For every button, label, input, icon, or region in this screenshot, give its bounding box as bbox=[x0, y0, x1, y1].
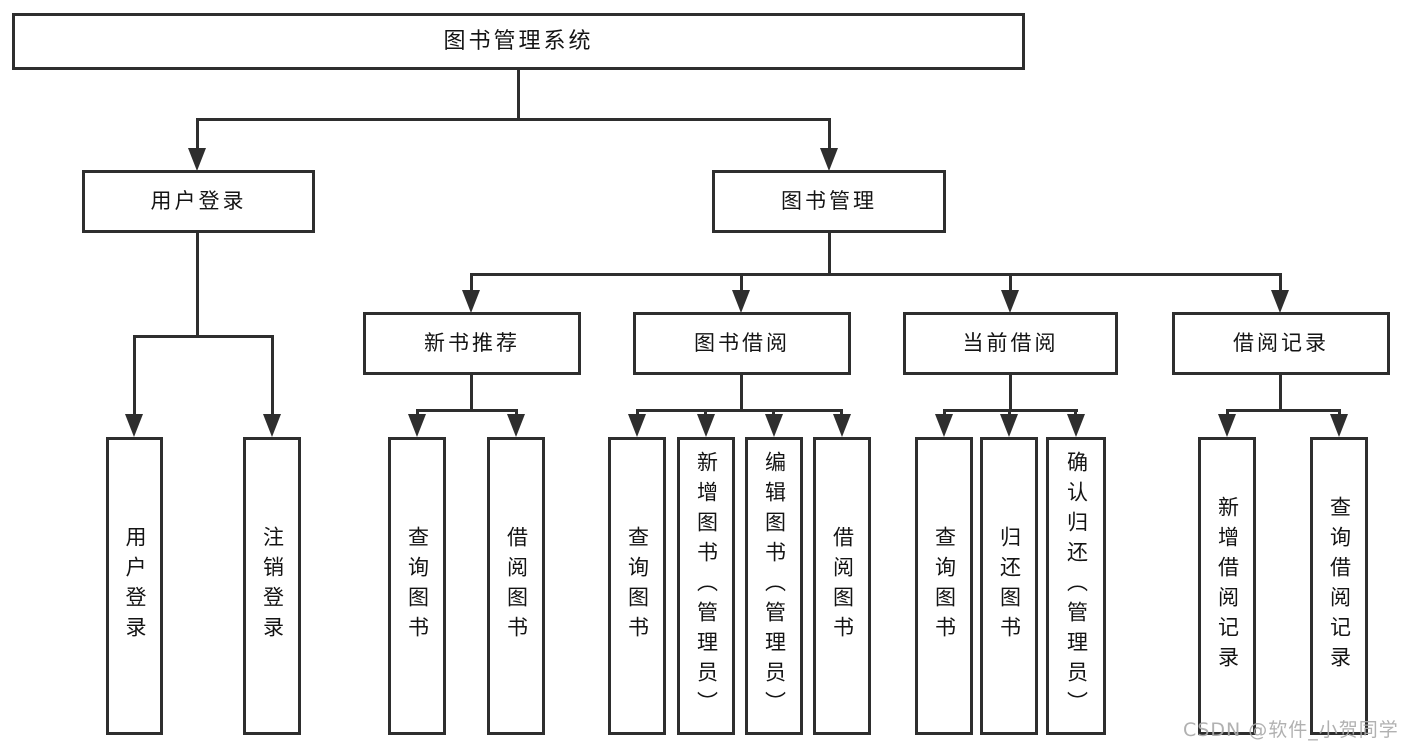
connector-drop bbox=[133, 335, 136, 416]
leaf-add-book-admin: 新增图书（管理员） bbox=[677, 437, 735, 735]
node-label: 借阅图书 bbox=[504, 526, 529, 646]
connector-root-bar bbox=[196, 118, 831, 121]
node-label: 借阅图书 bbox=[830, 526, 855, 646]
node-label: 图书管理系统 bbox=[443, 28, 594, 54]
leaf-user-login: 用户登录 bbox=[106, 437, 163, 735]
leaf-logout: 注销登录 bbox=[243, 437, 301, 735]
arrowhead-down-icon bbox=[1330, 414, 1348, 437]
watermark: CSDN @软件_小贺同学 bbox=[1183, 719, 1399, 741]
arrowhead-down-icon bbox=[462, 290, 480, 313]
leaf-query-books-borrowing: 查询图书 bbox=[608, 437, 666, 735]
leaf-edit-book-admin: 编辑图书（管理员） bbox=[745, 437, 803, 735]
connector-stem bbox=[470, 375, 473, 409]
connector-bar bbox=[133, 335, 274, 338]
arrowhead-down-icon bbox=[1000, 414, 1018, 437]
node-label: 用户登录 bbox=[150, 189, 247, 213]
connector-drop bbox=[196, 118, 199, 150]
arrowhead-down-icon bbox=[1271, 290, 1289, 313]
arrowhead-down-icon bbox=[628, 414, 646, 437]
leaf-query-books-current: 查询图书 bbox=[915, 437, 973, 735]
node-label: 查询图书 bbox=[932, 526, 957, 646]
node-label: 注销登录 bbox=[260, 526, 285, 646]
arrowhead-down-icon bbox=[1218, 414, 1236, 437]
arrowhead-down-icon bbox=[1067, 414, 1085, 437]
arrowhead-down-icon bbox=[1001, 290, 1019, 313]
arrowhead-down-icon bbox=[765, 414, 783, 437]
arrowhead-down-icon bbox=[125, 414, 143, 437]
arrowhead-down-icon bbox=[263, 414, 281, 437]
connector-drop bbox=[416, 409, 419, 417]
node-current-borrowing: 当前借阅 bbox=[903, 312, 1118, 375]
node-label: 确认归还（管理员） bbox=[1064, 451, 1089, 721]
connector-drop bbox=[515, 409, 518, 417]
node-label: 新增借阅记录 bbox=[1215, 496, 1240, 676]
node-label: 归还图书 bbox=[997, 526, 1022, 646]
connector-drop bbox=[271, 335, 274, 416]
arrowhead-down-icon bbox=[507, 414, 525, 437]
connector-drop bbox=[704, 409, 707, 417]
connector-stem bbox=[1279, 375, 1282, 409]
node-label: 图书借阅 bbox=[694, 331, 790, 355]
connector-drop bbox=[840, 409, 843, 417]
node-label: 查询借阅记录 bbox=[1327, 496, 1352, 676]
node-label: 查询图书 bbox=[625, 526, 650, 646]
connector-drop bbox=[1226, 409, 1229, 417]
leaf-query-books-recommend: 查询图书 bbox=[388, 437, 446, 735]
connector-drop bbox=[1279, 273, 1282, 292]
leaf-query-borrow-record: 查询借阅记录 bbox=[1310, 437, 1368, 735]
connector-drop bbox=[740, 273, 743, 292]
node-user-login: 用户登录 bbox=[82, 170, 315, 233]
connector-stem bbox=[740, 375, 743, 409]
leaf-return-books: 归还图书 bbox=[980, 437, 1038, 735]
node-new-book-recommend: 新书推荐 bbox=[363, 312, 581, 375]
connector-drop bbox=[1074, 409, 1077, 417]
leaf-borrow-books-borrowing: 借阅图书 bbox=[813, 437, 871, 735]
connector-bar bbox=[470, 273, 1282, 276]
connector-drop bbox=[772, 409, 775, 417]
connector-bar bbox=[636, 409, 842, 412]
leaf-add-borrow-record: 新增借阅记录 bbox=[1198, 437, 1256, 735]
connector-drop bbox=[943, 409, 946, 417]
node-book-borrowing: 图书借阅 bbox=[633, 312, 851, 375]
node-library-system: 图书管理系统 bbox=[12, 13, 1025, 70]
arrowhead-down-icon bbox=[408, 414, 426, 437]
node-label: 新书推荐 bbox=[424, 331, 520, 355]
connector-root-stem bbox=[517, 70, 520, 118]
connector-drop bbox=[1338, 409, 1341, 417]
node-borrow-records: 借阅记录 bbox=[1172, 312, 1390, 375]
leaf-borrow-books-recommend: 借阅图书 bbox=[487, 437, 545, 735]
connector-stem bbox=[196, 233, 199, 335]
connector-drop bbox=[828, 118, 831, 150]
node-label: 查询图书 bbox=[405, 526, 430, 646]
arrowhead-down-icon bbox=[188, 148, 206, 171]
node-label: 编辑图书（管理员） bbox=[762, 451, 787, 721]
node-label: 借阅记录 bbox=[1233, 331, 1329, 355]
node-label: 图书管理 bbox=[781, 189, 877, 213]
connector-drop bbox=[636, 409, 639, 417]
connector-drop bbox=[1009, 273, 1012, 292]
connector-bar bbox=[416, 409, 518, 412]
arrowhead-down-icon bbox=[732, 290, 750, 313]
connector-bar bbox=[1226, 409, 1341, 412]
node-book-management: 图书管理 bbox=[712, 170, 946, 233]
arrowhead-down-icon bbox=[833, 414, 851, 437]
leaf-confirm-return-admin: 确认归还（管理员） bbox=[1046, 437, 1106, 735]
node-label: 新增图书（管理员） bbox=[694, 451, 719, 721]
connector-stem bbox=[828, 233, 831, 273]
arrowhead-down-icon bbox=[935, 414, 953, 437]
arrowhead-down-icon bbox=[820, 148, 838, 171]
node-label: 用户登录 bbox=[123, 526, 147, 646]
connector-drop bbox=[1008, 409, 1011, 417]
connector-drop bbox=[470, 273, 473, 292]
arrowhead-down-icon bbox=[697, 414, 715, 437]
node-label: 当前借阅 bbox=[962, 331, 1059, 355]
connector-stem bbox=[1009, 375, 1012, 409]
